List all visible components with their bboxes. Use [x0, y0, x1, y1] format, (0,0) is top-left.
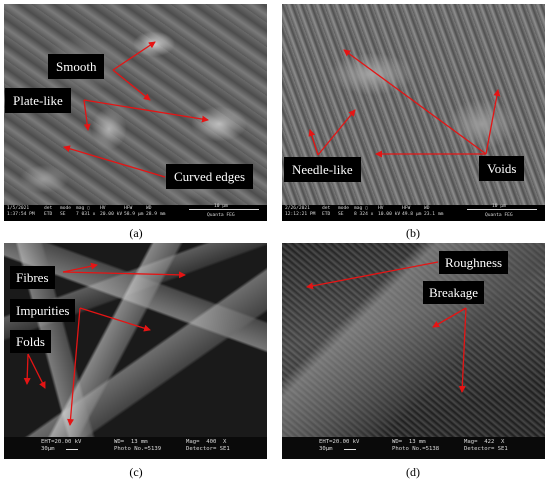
detector-c: Detector= SE1	[186, 445, 230, 452]
hfw-a: 58.9 µm	[124, 211, 144, 217]
hdr-hfw-b: HFW	[402, 206, 411, 211]
date-b: 2/26/2021	[285, 206, 310, 211]
hdr-mode-a: mode	[60, 206, 72, 211]
mag-d: Mag= 422 X	[464, 439, 505, 445]
caption-a: (a)	[129, 226, 143, 240]
mag-b: 8 324 x	[354, 211, 374, 217]
scale-label-b: 10 µm	[492, 204, 506, 209]
caption-b: (b)	[406, 226, 420, 240]
scale-bar-c	[66, 449, 78, 450]
scale-label-a: 10 µm	[214, 204, 228, 209]
brand-a: Quanta FEG	[207, 213, 235, 218]
photo-d: Photo No.=5138	[392, 445, 440, 452]
label-breakage: Breakage	[423, 281, 485, 304]
hdr-wd-a: WD	[146, 206, 152, 211]
brand-b: Quanta FEG	[485, 213, 513, 218]
detector-d: Detector= SE1	[464, 445, 508, 452]
mag-c: Mag= 400 X	[186, 439, 227, 445]
caption-c: (c)	[129, 465, 143, 479]
label-voids: Voids	[479, 156, 525, 181]
hdr-wd-b: WD	[424, 206, 430, 211]
eht-c: EHT=20.00 kV	[41, 439, 82, 445]
hdr-mag-b: mag ▢	[354, 206, 368, 211]
wd-c: WD= 13 mm	[114, 439, 148, 445]
label-needle-like: Needle-like	[284, 157, 361, 182]
scale-label-c: 30µm	[41, 445, 55, 452]
det-a: ETD	[44, 211, 53, 217]
det-b: ETD	[322, 211, 331, 217]
scale-bar-a	[189, 209, 259, 210]
wd-a: 28.9 mm	[146, 211, 166, 217]
hdr-mag-a: mag ▢	[76, 206, 90, 211]
hv-a: 20.00 kV	[100, 211, 123, 217]
label-smooth: Smooth	[48, 54, 105, 79]
hdr-det-b: det	[322, 206, 331, 211]
mode-b: SE	[338, 211, 344, 217]
hfw-b: 49.8 µm	[402, 211, 422, 217]
label-folds: Folds	[10, 330, 51, 353]
wd-d: WD= 13 mm	[392, 439, 426, 445]
date-a: 1/5/2021	[7, 206, 30, 211]
time-a: 1:37:54 PM	[7, 211, 35, 217]
scale-bar-d	[344, 449, 356, 450]
hdr-hv-a: HV	[100, 206, 106, 211]
caption-d: (d)	[406, 465, 420, 479]
hv-b: 10.00 kV	[378, 211, 401, 217]
hdr-hfw-a: HFW	[124, 206, 133, 211]
mode-a: SE	[60, 211, 66, 217]
label-roughness: Roughness	[439, 251, 509, 274]
wd-b: 23.1 mm	[424, 211, 444, 217]
time-b: 12:12:21 PM	[285, 211, 316, 217]
scale-label-d: 30µm	[319, 445, 333, 452]
hdr-mode-b: mode	[338, 206, 350, 211]
label-fibres: Fibres	[10, 266, 55, 289]
mag-a: 7 031 x	[76, 211, 96, 217]
scale-bar-b	[467, 209, 537, 210]
eht-d: EHT=20.00 kV	[319, 439, 360, 445]
hdr-det-a: det	[44, 206, 53, 211]
label-plate-like: Plate-like	[5, 88, 71, 113]
label-impurities: Impurities	[10, 299, 76, 322]
label-curved-edges: Curved edges	[166, 164, 254, 189]
hdr-hv-b: HV	[378, 206, 384, 211]
photo-c: Photo No.=5139	[114, 445, 162, 452]
